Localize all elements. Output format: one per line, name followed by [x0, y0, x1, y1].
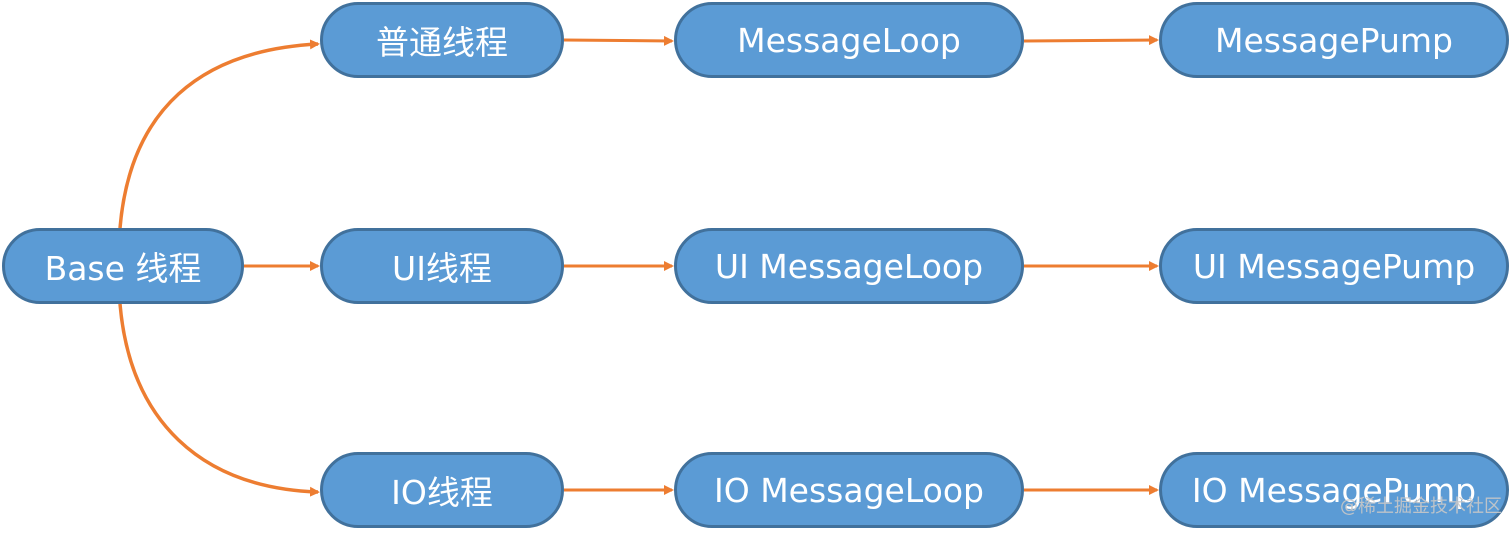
edge-base-to-normal-thread [118, 39, 320, 229]
node-ui-messageloop: UI MessageLoop [674, 228, 1024, 304]
edge-normal-loop-to-pump [1023, 35, 1159, 46]
node-ui-messagepump: UI MessagePump [1159, 228, 1509, 304]
node-io-messageloop: IO MessageLoop [674, 452, 1024, 528]
node-normal-messageloop: MessageLoop [674, 2, 1024, 78]
node-io-thread: IO线程 [320, 452, 564, 528]
node-ui-thread: UI线程 [320, 228, 564, 304]
node-io-messagepump: IO MessagePump [1159, 452, 1509, 528]
node-normal-thread: 普通线程 [320, 2, 564, 78]
edge-base-to-io-thread [118, 303, 320, 497]
node-base-thread: Base 线程 [2, 228, 244, 304]
edge-normal-thread-to-loop [563, 35, 674, 46]
watermark-text: @稀土掘金技术社区 [1340, 496, 1502, 517]
node-normal-messagepump: MessagePump [1159, 2, 1509, 78]
